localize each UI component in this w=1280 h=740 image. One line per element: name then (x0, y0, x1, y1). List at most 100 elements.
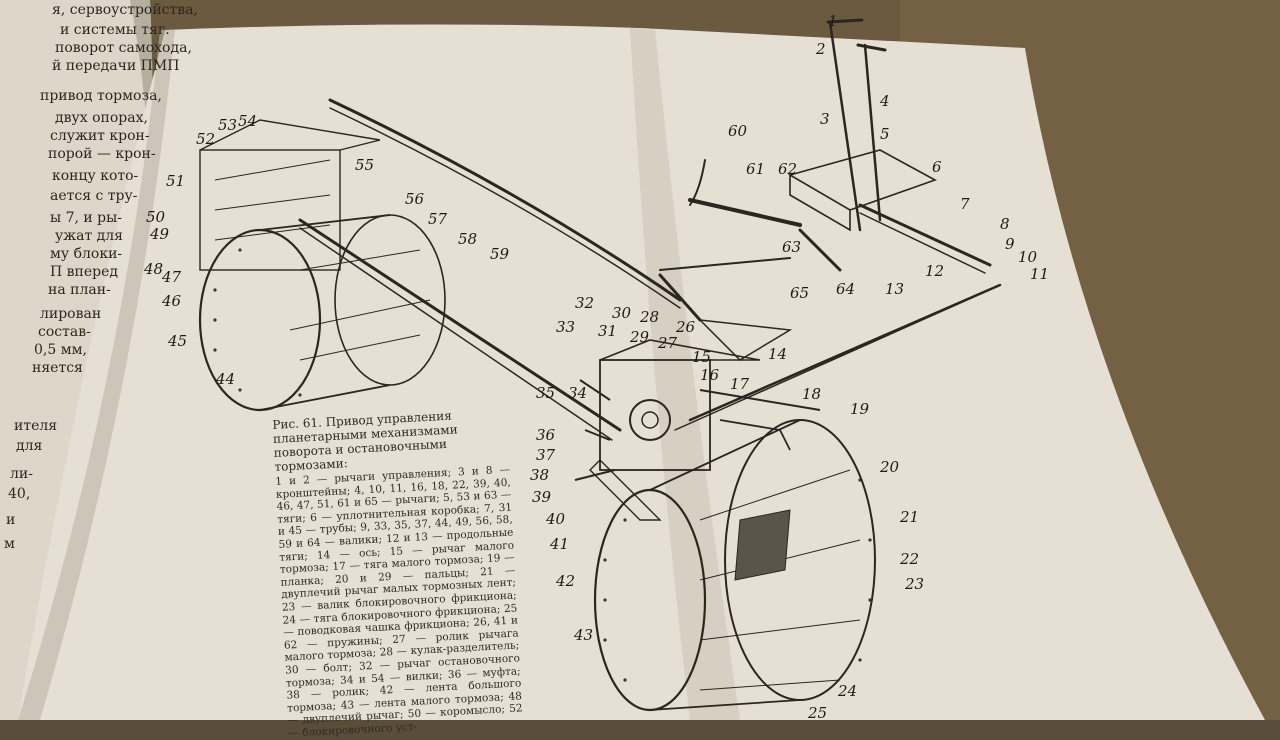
part-label: 30 (612, 304, 632, 322)
left-line: ителя (14, 418, 58, 434)
part-label: 64 (836, 280, 856, 298)
part-label: 38 (530, 466, 550, 484)
part-label: 16 (700, 366, 720, 384)
part-label: 32 (575, 294, 595, 312)
part-label: 50 (146, 208, 166, 226)
left-line: я, сервоустройства, (52, 2, 198, 18)
left-line: ы 7, и ры- (50, 210, 123, 226)
drum-rivets (213, 248, 872, 682)
left-line: 40, (8, 486, 31, 502)
part-label: 12 (925, 262, 945, 280)
part-label: 40 (546, 510, 566, 528)
gutter (630, 28, 740, 720)
part-label: 19 (850, 400, 870, 418)
left-drum (198, 119, 446, 412)
part-label: 6 (932, 158, 942, 176)
part-label: 22 (900, 550, 920, 568)
left-line: ается с тру- (50, 188, 138, 204)
part-label: 3 (820, 110, 830, 128)
left-page (0, 0, 153, 720)
part-label: 33 (556, 318, 576, 336)
part-label: 45 (168, 332, 188, 350)
left-line: и системы тяг. (60, 22, 170, 38)
part-label: 7 (960, 195, 970, 213)
right-drum (593, 419, 876, 712)
part-label: 65 (790, 284, 810, 302)
book-photo (0, 0, 1280, 720)
part-label: 20 (880, 458, 900, 476)
part-label: 24 (838, 682, 858, 700)
left-line: лирован (40, 306, 102, 322)
part-label: 29 (630, 328, 650, 346)
part-label: 60 (728, 122, 748, 140)
left-line: м (4, 536, 15, 552)
figure-caption-text: 1 и 2 — рычаги управления; 3 и 8 — кронш… (275, 463, 523, 740)
part-label: 8 (1000, 215, 1010, 233)
part-label: 51 (166, 172, 186, 190)
left-line: П вперед (50, 264, 119, 280)
left-line: поворот самохода, (55, 40, 192, 56)
part-label: 58 (458, 230, 478, 248)
part-label: 5 (880, 125, 890, 143)
left-line: ужат для (55, 228, 124, 244)
part-label: 23 (905, 575, 925, 593)
left-line: состав- (38, 324, 91, 340)
part-label: 52 (196, 130, 216, 148)
part-label: 62 (778, 160, 798, 178)
open-spread (18, 24, 1265, 720)
left-line: концу кото- (52, 168, 139, 184)
left-line: й передачи ПМП (52, 58, 180, 74)
part-label: 46 (162, 292, 182, 310)
part-label: 47 (162, 268, 182, 286)
left-line: привод тормоза, (40, 88, 162, 104)
left-line: 0,5 мм, (34, 342, 87, 358)
left-line: порой — крон- (48, 146, 156, 162)
part-label: 61 (746, 160, 766, 178)
part-label: 27 (658, 334, 678, 352)
part-label: 18 (802, 385, 822, 403)
part-label: 42 (556, 572, 576, 590)
left-line: му блоки- (50, 246, 123, 262)
part-label: 44 (216, 370, 236, 388)
part-label: 36 (536, 426, 556, 444)
part-label: 59 (490, 245, 510, 263)
part-label: 28 (640, 308, 660, 326)
left-page-text: я, сервоустройства, и системы тяг. повор… (0, 0, 198, 720)
part-label: 49 (150, 225, 170, 243)
part-label: 21 (900, 508, 920, 526)
left-line: ли- (10, 466, 33, 482)
part-label: 57 (428, 210, 448, 228)
left-line: на план- (48, 282, 111, 298)
part-label: 9 (1005, 235, 1015, 253)
part-label: 14 (768, 345, 788, 363)
part-label: 35 (536, 384, 556, 402)
left-line: для (16, 438, 43, 454)
figure-caption-title: Рис. 61. Привод управления планетарными … (272, 408, 458, 474)
part-label: 17 (730, 375, 750, 393)
part-label: 48 (144, 260, 164, 278)
part-label: 63 (782, 238, 802, 256)
part-label: 11 (1030, 265, 1050, 283)
part-label: 25 (808, 704, 828, 722)
part-label: 37 (536, 446, 556, 464)
part-label: 56 (405, 190, 425, 208)
part-label: 39 (532, 488, 552, 506)
part-label: 55 (355, 156, 375, 174)
part-label: 26 (676, 318, 696, 336)
part-label: 43 (574, 626, 594, 644)
part-label: 53 (218, 116, 238, 134)
left-line: няется (32, 360, 83, 376)
part-label: 13 (885, 280, 905, 298)
left-line: двух опорах, (55, 110, 148, 126)
part-label: 54 (238, 112, 258, 130)
part-label: 2 (816, 40, 826, 58)
part-label: 31 (598, 322, 618, 340)
part-label: 41 (550, 535, 570, 553)
left-line: и (6, 512, 16, 528)
part-label: 4 (880, 92, 890, 110)
part-label: 34 (568, 384, 588, 402)
part-label: 10 (1018, 248, 1038, 266)
figure-caption: Рис. 61. Привод управления планетарными … (272, 406, 524, 740)
part-label: 1 (828, 12, 838, 30)
part-label: 15 (692, 348, 712, 366)
